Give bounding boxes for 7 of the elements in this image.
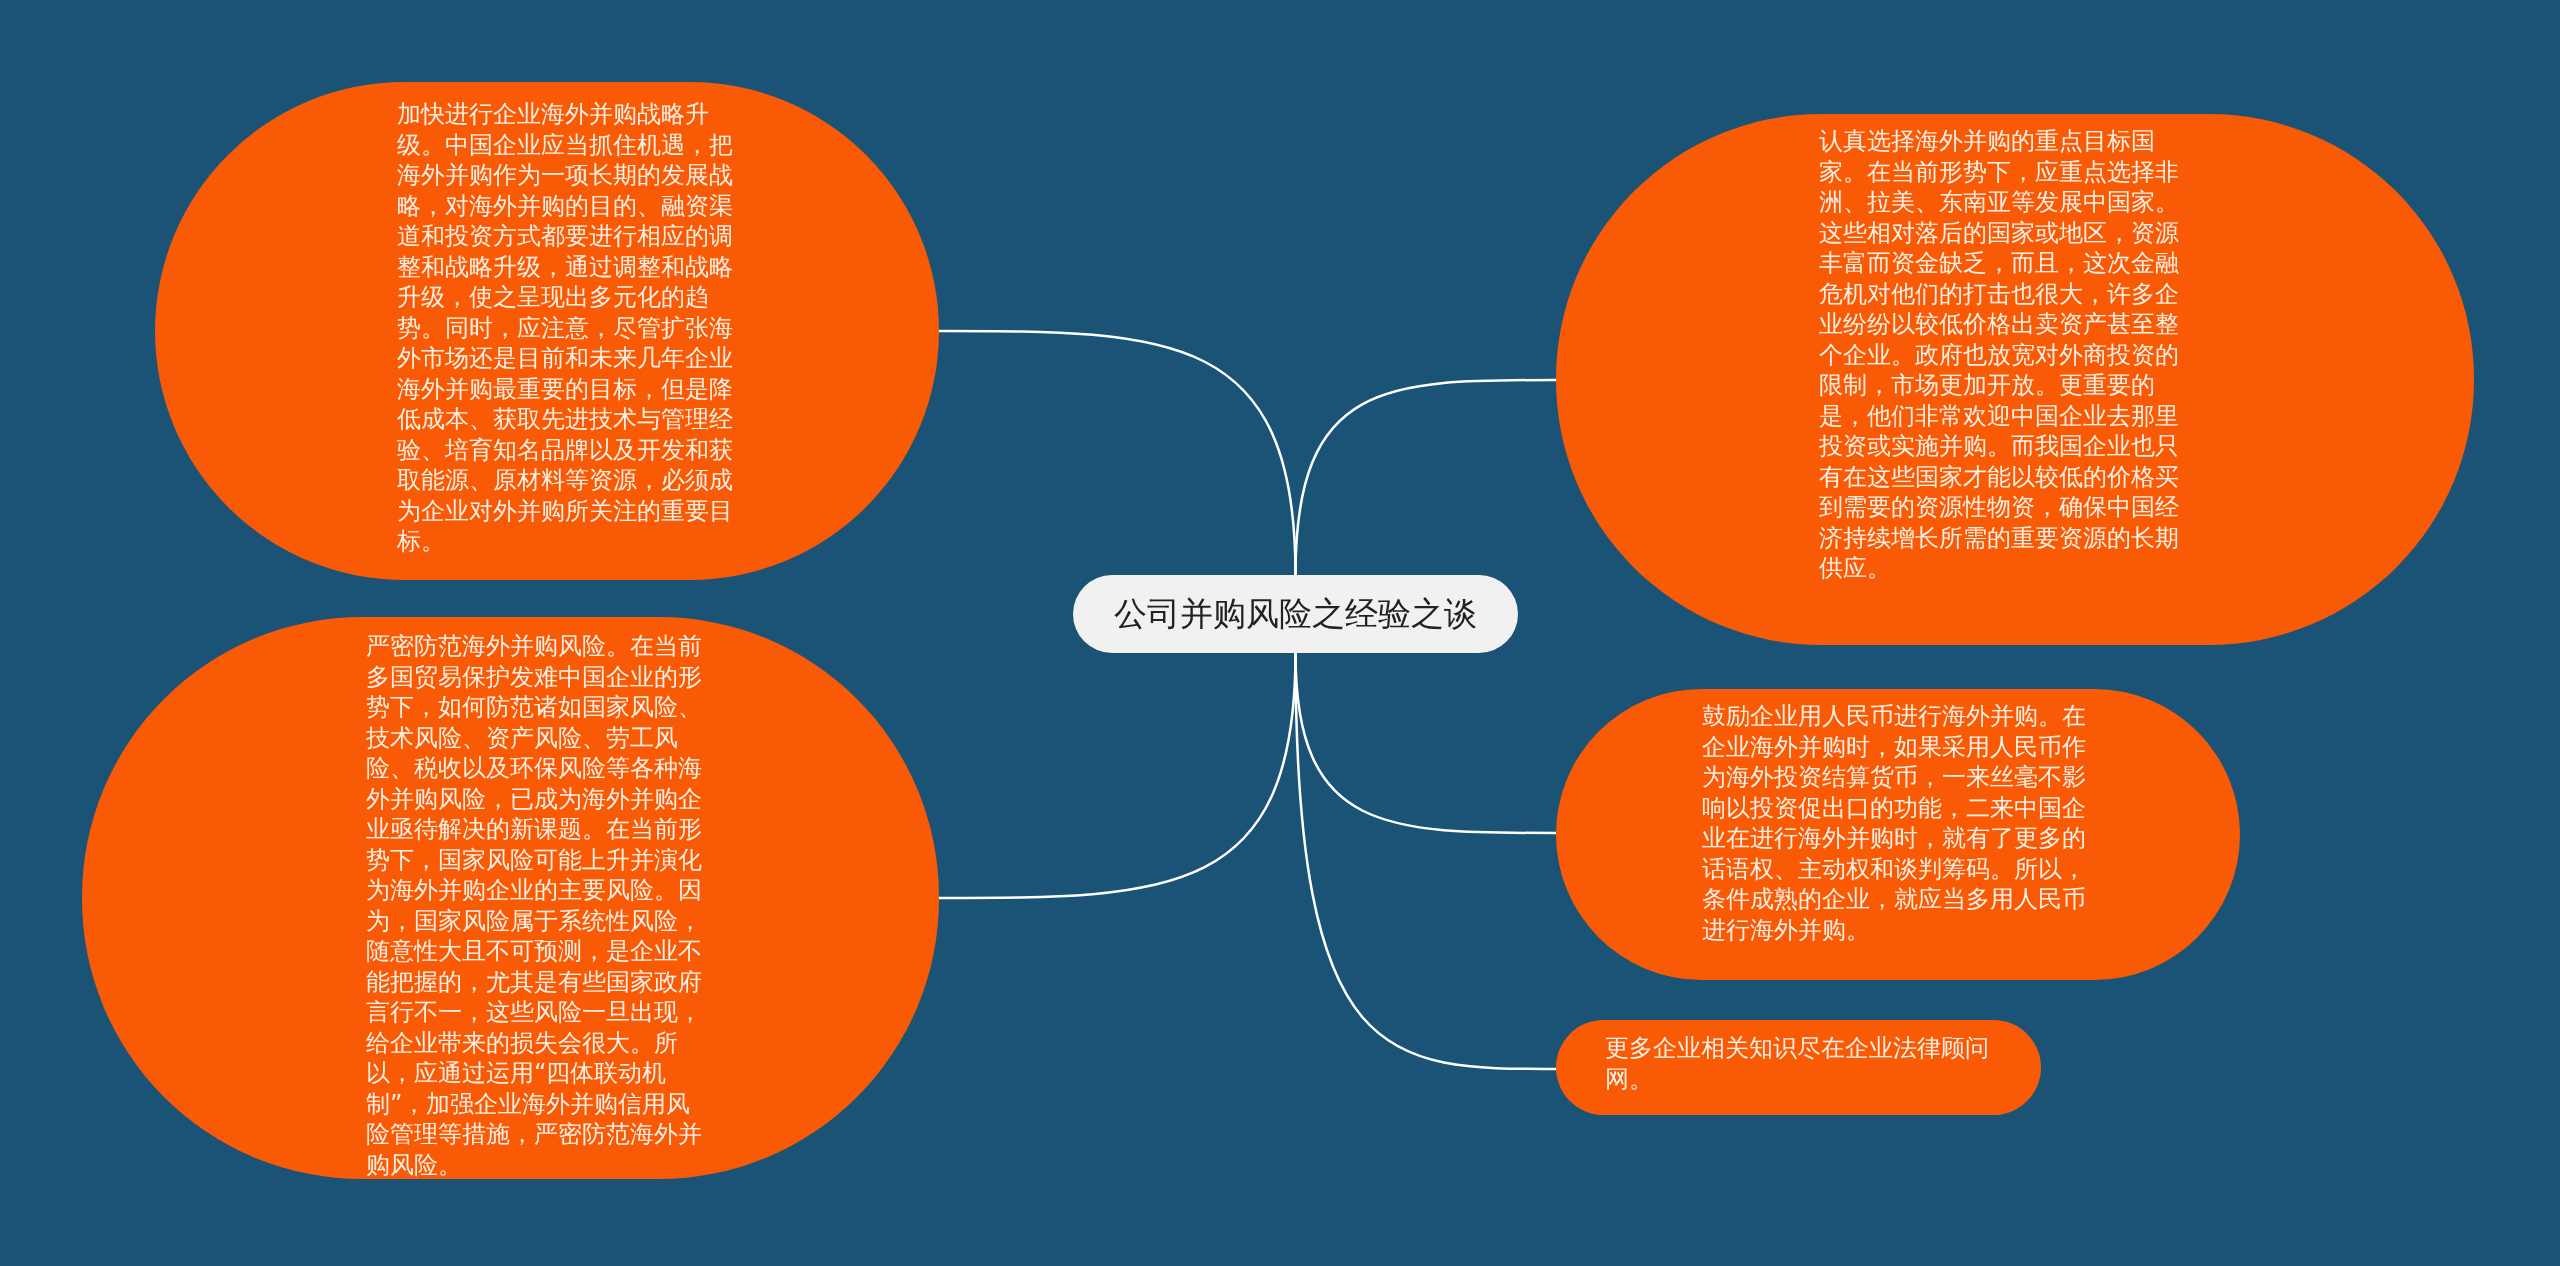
topic-text: 鼓励企业用人民币进行海外并购。在企业海外并购时，如果采用人民币作为海外投资结算货币，一来丝毫不影响以投资促出口的功能，二来中国企业在进行海外并购时，就有了更多的话语权、主动权和谈判筹码。所以，条件成熟的企业，就应当多用人民币进行海外并购。 [1702,701,2086,945]
topic-text: 认真选择海外并购的重点目标国家。在当前形势下，应重点选择非洲、拉美、东南亚等发展中国家。这些相对落后的国家或地区，资源丰富而资金缺乏，而且，这次金融危机对他们的打击也很大，许多企业纷纷以较低价格出卖资产甚至整个企业。政府也放宽对外商投资的限制，市场更加开放。更重要的是，他们非常欢迎中国企业去那里投资或实施并购。而我国企业也只有在这些国家才能以较低的价格买到需要的资源性物资，确保中国经济持续增长所需的重要资源的长期供应。 [1819,126,2180,584]
topic-text: 更多企业相关知识尽在企业法律顾问网。 [1605,1033,1990,1094]
topic-text: 加快进行企业海外并购战略升级。中国企业应当抓住机遇，把海外并购作为一项长期的发展战略，对海外并购的目的、融资渠道和投资方式都要进行相应的调整和战略升级，通过调整和战略升级，使之呈现出多元化的趋势。同时，应注意，尽管扩张海外市场还是目前和未来几年企业海外并购最重要的目标，但是降低成本、获取先进技术与管理经验、培育知名品牌以及开发和获取能源、原材料等资源，必须成为企业对外并购所关注的重要目标。 [397,99,733,557]
topic-text: 严密防范海外并购风险。在当前多国贸易保护发难中国企业的形势下，如何防范诸如国家风险、技术风险、资产风险、劳工风险、税收以及环保风险等各种海外并购风险，已成为海外并购企业亟待解决的新课题。在当前形势下，国家风险可能上升并演化为海外并购企业的主要风险。因为，国家风险属于系统性风险，随意性大且不可预测，是企业不能把握的，尤其是有些国家政府言行不一，这些风险一旦出现，给企业带来的损失会很大。所以，应通过运用“四体联动机制”，加强企业海外并购信用风险管理等措施，严密防范海外并购风险。 [366,631,702,1180]
connector-line [1294,378,1556,576]
central-topic-box: 公司并购风险之经验之谈 [1073,575,1518,653]
